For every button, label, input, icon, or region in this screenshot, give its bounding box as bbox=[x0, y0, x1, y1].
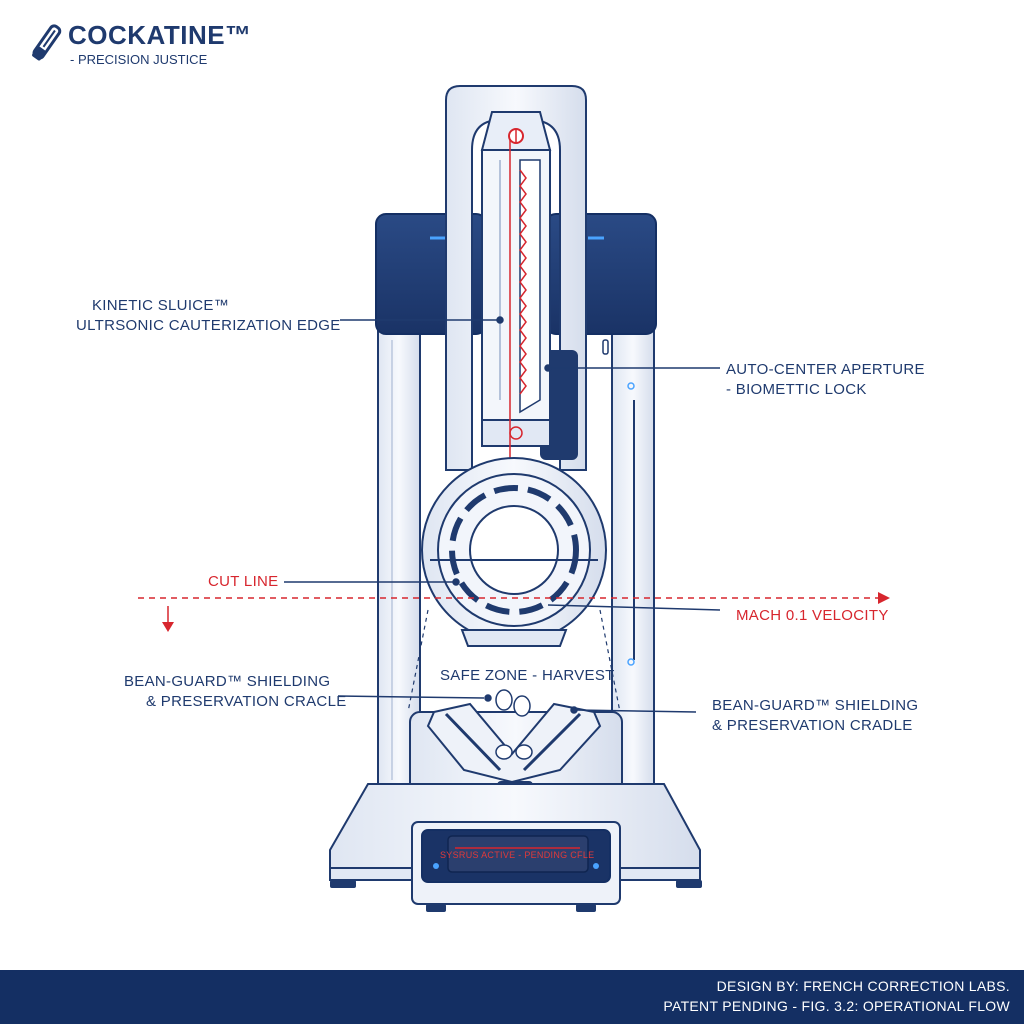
callout-velocity: MACH 0.1 VELOCITY bbox=[736, 607, 889, 624]
callout-aperture-line2: - BIOMETTIC LOCK bbox=[726, 381, 867, 398]
callout-safe-zone: SAFE ZONE - HARVEST bbox=[440, 667, 615, 684]
callout-shield-left-line1: BEAN-GUARD™ SHIELDING bbox=[124, 673, 331, 690]
cut-line-indicator bbox=[138, 592, 890, 632]
blade-logo-icon bbox=[32, 24, 62, 61]
callout-shield-right: BEAN-GUARD™ SHIELDING & PRESERVATION CRA… bbox=[712, 696, 918, 736]
side-column-right bbox=[611, 329, 655, 791]
brand-subtitle: - PRECISION JUSTICE bbox=[70, 52, 208, 67]
footer-patent: PATENT PENDING - FIG. 3.2: OPERATIONAL F… bbox=[663, 998, 1010, 1014]
callout-shield-right-line2: & PRESERVATION CRADLE bbox=[712, 717, 913, 734]
brand-title: COCKATINE™ bbox=[68, 20, 252, 50]
callout-blade: KINETIC SLUICE™ ULTRSONIC CAUTERIZATION … bbox=[76, 296, 341, 336]
callout-aperture-line1: AUTO-CENTER APERTURE bbox=[726, 361, 925, 378]
callout-cut-line: CUT LINE bbox=[208, 573, 279, 590]
safe-zone-guides bbox=[407, 609, 621, 713]
callout-aperture: AUTO-CENTER APERTURE - BIOMETTIC LOCK bbox=[726, 360, 925, 400]
status-display-text: SYSRUS ACTIVE - PENDING CFLE bbox=[440, 850, 595, 860]
leader-lines bbox=[284, 316, 721, 714]
callout-shield-left-line2: & PRESERVATION CRACLE bbox=[146, 693, 347, 710]
callout-shield-left: BEAN-GUARD™ SHIELDING & PRESERVATION CRA… bbox=[124, 672, 347, 712]
machine-base bbox=[329, 783, 702, 912]
callout-shield-right-line1: BEAN-GUARD™ SHIELDING bbox=[712, 697, 919, 714]
auto-center-aperture bbox=[421, 457, 607, 647]
footer-credit: DESIGN BY: FRENCH CORRECTION LABS. bbox=[716, 978, 1010, 994]
blade-cartridge bbox=[480, 111, 552, 545]
callout-blade-line1: KINETIC SLUICE™ bbox=[92, 297, 230, 314]
callout-blade-line2: ULTRSONIC CAUTERIZATION EDGE bbox=[76, 317, 341, 334]
footer-bar: DESIGN BY: FRENCH CORRECTION LABS. PATEN… bbox=[0, 970, 1024, 1024]
